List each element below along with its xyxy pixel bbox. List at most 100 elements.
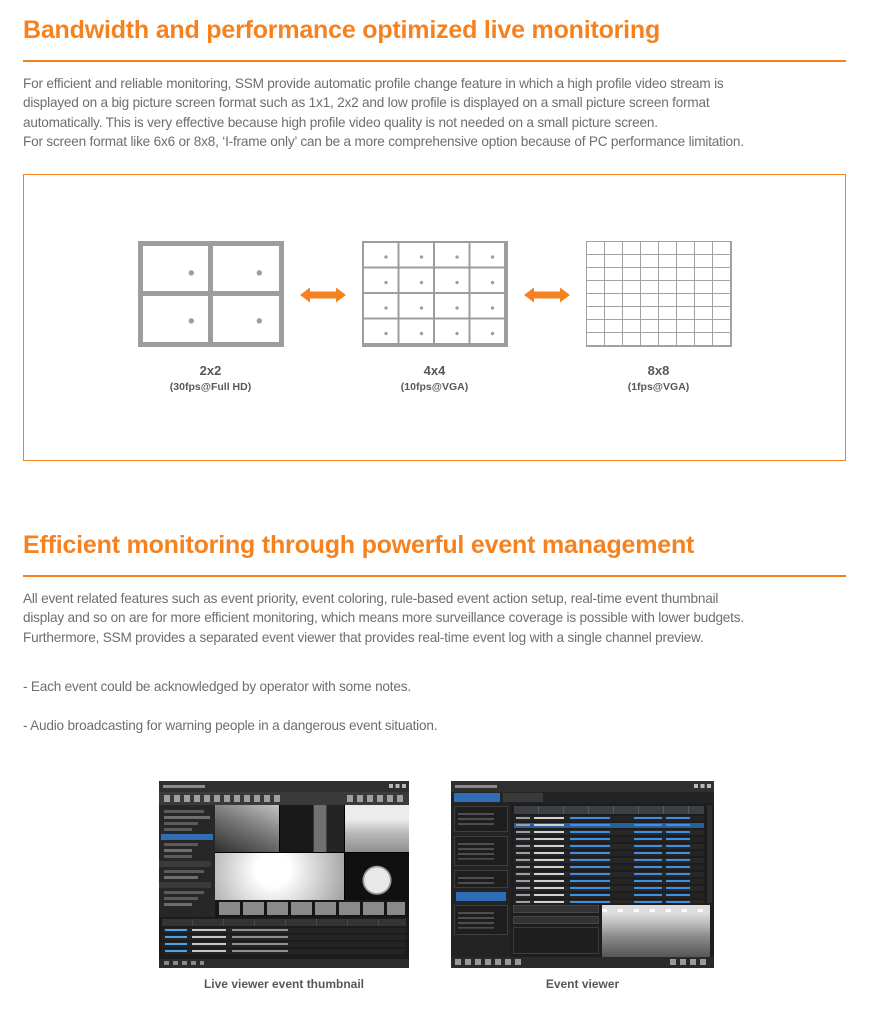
tree-item xyxy=(164,890,204,894)
event-row xyxy=(514,899,704,903)
video-tile xyxy=(280,804,344,852)
tree-item xyxy=(164,815,210,819)
filter-group xyxy=(454,805,508,832)
tree-item xyxy=(164,896,198,900)
event-filter-panel xyxy=(451,802,511,957)
tree-item xyxy=(164,842,198,846)
window-titlebar xyxy=(451,780,714,792)
tab-unselected xyxy=(503,792,543,802)
event-row xyxy=(514,892,704,898)
section-title-event-management: Efficient monitoring through powerful ev… xyxy=(23,530,695,559)
video-tile-fisheye xyxy=(345,852,409,900)
event-log-mini-table xyxy=(159,916,409,959)
section-event-management: Efficient monitoring through powerful ev… xyxy=(23,531,846,991)
tree-item xyxy=(164,869,204,873)
screenshot-row: Live viewer event thumbnail xyxy=(159,780,846,991)
event-detail-area xyxy=(513,903,712,957)
bidirectional-arrow-icon xyxy=(523,287,570,303)
section-title-bandwidth: Bandwidth and performance optimized live… xyxy=(23,16,661,44)
table-row xyxy=(162,941,406,947)
live-viewer-figure: Live viewer event thumbnail xyxy=(159,780,409,991)
camera-tree-panel xyxy=(159,804,215,917)
filter-group xyxy=(454,869,508,888)
tree-item xyxy=(164,821,198,825)
grid-figure-4x4: 4x4 (10fps@VGA) xyxy=(360,240,510,393)
tree-section-header xyxy=(159,881,211,888)
table-row xyxy=(162,927,406,933)
note-textarea xyxy=(513,926,599,954)
event-row xyxy=(514,829,704,835)
caption-live-viewer: Live viewer event thumbnail xyxy=(203,976,365,991)
window-title-text xyxy=(455,784,497,788)
event-row xyxy=(514,815,704,821)
table-row xyxy=(162,948,406,954)
bidirectional-arrow-icon xyxy=(299,287,346,303)
grid-label-4x4: 4x4 xyxy=(423,362,446,378)
event-row-selected xyxy=(514,822,704,828)
tree-section-header xyxy=(159,860,211,867)
tree-item xyxy=(164,875,198,879)
tree-item xyxy=(164,902,192,906)
grid-4x4-diagram xyxy=(361,240,508,347)
event-row xyxy=(514,878,704,884)
event-row xyxy=(514,857,704,863)
dropdown-field xyxy=(513,915,599,924)
event-table-header xyxy=(514,805,704,814)
event-row xyxy=(514,885,704,891)
video-tile xyxy=(215,804,279,852)
grid-figure-8x8: 8x8 (1fps@VGA) xyxy=(584,240,734,393)
window-titlebar xyxy=(159,780,409,792)
table-row xyxy=(162,934,406,940)
grid-2x2-diagram xyxy=(137,240,284,347)
event-viewer-screenshot xyxy=(451,780,714,968)
tab-selected xyxy=(454,792,500,802)
dropdown-field xyxy=(513,904,599,913)
grid-8x8-diagram xyxy=(585,240,732,347)
status-bar xyxy=(159,958,409,968)
search-button xyxy=(456,891,506,901)
event-viewer-tabs xyxy=(451,791,714,803)
event-table xyxy=(513,805,712,903)
grid-8x8-caption: 8x8 (1fps@VGA) xyxy=(584,363,734,393)
tree-item xyxy=(164,848,192,852)
status-bar xyxy=(451,956,714,968)
event-row xyxy=(514,864,704,870)
table-header xyxy=(162,918,406,926)
video-tile-grid xyxy=(215,804,409,900)
tree-item-selected xyxy=(161,833,213,840)
video-area xyxy=(215,804,409,917)
caption-event-viewer: Event viewer xyxy=(545,976,620,991)
video-tile xyxy=(215,852,344,900)
window-controls-icon xyxy=(389,783,406,788)
grid-2x2-caption: 2x2 (30fps@Full HD) xyxy=(136,363,286,393)
live-viewer-toolbar xyxy=(159,791,409,805)
live-viewer-body xyxy=(159,804,409,917)
event-row xyxy=(514,850,704,856)
grid-sublabel-8x8: (1fps@VGA) xyxy=(627,380,690,393)
bullet-item: - Audio broadcasting for warning people … xyxy=(23,717,438,733)
grid-figure-2x2: 2x2 (30fps@Full HD) xyxy=(136,240,286,393)
bullet-list: - Each event could be acknowledged by op… xyxy=(23,657,846,755)
grid-sublabel-4x4: (10fps@VGA) xyxy=(400,380,469,393)
channel-preview-image xyxy=(602,904,710,957)
grid-sublabel-2x2: (30fps@Full HD) xyxy=(169,380,252,393)
video-tile xyxy=(345,804,409,852)
window-controls-icon xyxy=(694,783,711,788)
grid-label-2x2: 2x2 xyxy=(199,362,222,378)
tree-item xyxy=(164,827,192,831)
live-viewer-screenshot xyxy=(159,780,409,968)
event-viewer-main xyxy=(511,803,714,957)
section-divider xyxy=(23,574,846,577)
grid-4x4-caption: 4x4 (10fps@VGA) xyxy=(360,363,510,393)
bullet-item: - Each event could be acknowledged by op… xyxy=(23,678,411,694)
event-row xyxy=(514,843,704,849)
event-thumbnail-strip xyxy=(215,899,409,917)
event-management-paragraph: All event related features such as event… xyxy=(23,590,744,645)
acknowledge-controls xyxy=(513,904,599,957)
bandwidth-paragraph: For efficient and reliable monitoring, S… xyxy=(23,75,744,150)
event-viewer-figure: Event viewer xyxy=(451,780,714,991)
tree-item xyxy=(164,854,192,858)
section-bandwidth: Bandwidth and performance optimized live… xyxy=(23,16,846,461)
tree-item xyxy=(164,809,204,813)
